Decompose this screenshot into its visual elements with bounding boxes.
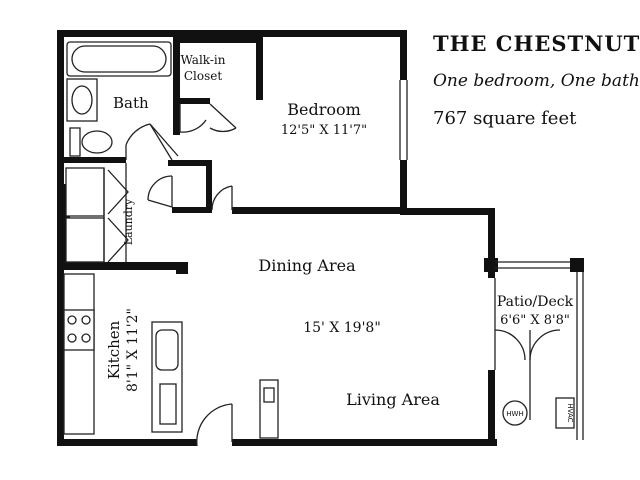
toilet-bowl <box>81 130 113 154</box>
patio-deck <box>494 258 584 440</box>
living-dimensions: 15' X 19'8" <box>303 320 381 336</box>
plan-title: THE CHESTNUT <box>433 31 640 56</box>
washer <box>65 217 105 263</box>
water-heater <box>502 400 528 426</box>
hvac-label: HVAC <box>566 403 574 422</box>
burner <box>81 333 91 343</box>
square-footage: 767 square feet <box>433 108 577 129</box>
toilet-tank <box>69 127 81 157</box>
laundry-area <box>65 163 129 263</box>
bedroom-label: Bedroom <box>287 100 361 119</box>
door-swings <box>125 103 237 447</box>
bath-sink <box>71 85 93 115</box>
walkin-closet-label-line2: Closet <box>184 69 223 83</box>
bathtub-basin <box>71 45 167 73</box>
bedroom-window <box>399 80 408 160</box>
bath-label: Bath <box>113 94 149 112</box>
patio-label: Patio/Deck <box>497 294 574 310</box>
kitchen-sink <box>155 329 179 371</box>
hwh-label: HWH <box>506 410 523 418</box>
kitchen-label: Kitchen <box>105 320 123 379</box>
burner <box>67 333 77 343</box>
fireplace-inset <box>263 387 275 403</box>
hvac-unit <box>555 397 575 429</box>
stove <box>63 309 95 351</box>
bedroom-dimensions: 12'5" X 11'7" <box>281 123 367 138</box>
patio-dimensions: 6'6" X 8'8" <box>500 313 570 328</box>
kitchen-dimensions: 8'1" X 11'2" <box>125 308 141 392</box>
bath-fixtures <box>66 41 172 157</box>
plan-subtitle: One bedroom, One bath. <box>433 71 640 91</box>
dryer <box>65 167 105 217</box>
dining-area-label: Dining Area <box>258 256 356 275</box>
living-area-label: Living Area <box>346 390 440 409</box>
burner <box>67 315 77 325</box>
dishwasher <box>159 383 177 425</box>
kitchen-counter <box>63 273 95 435</box>
walkin-closet-label-line1: Walk-in <box>181 53 226 67</box>
kitchen-fixtures <box>63 273 279 439</box>
burner <box>81 315 91 325</box>
exterior-walls <box>57 30 498 446</box>
laundry-label: Laundry <box>122 198 135 245</box>
